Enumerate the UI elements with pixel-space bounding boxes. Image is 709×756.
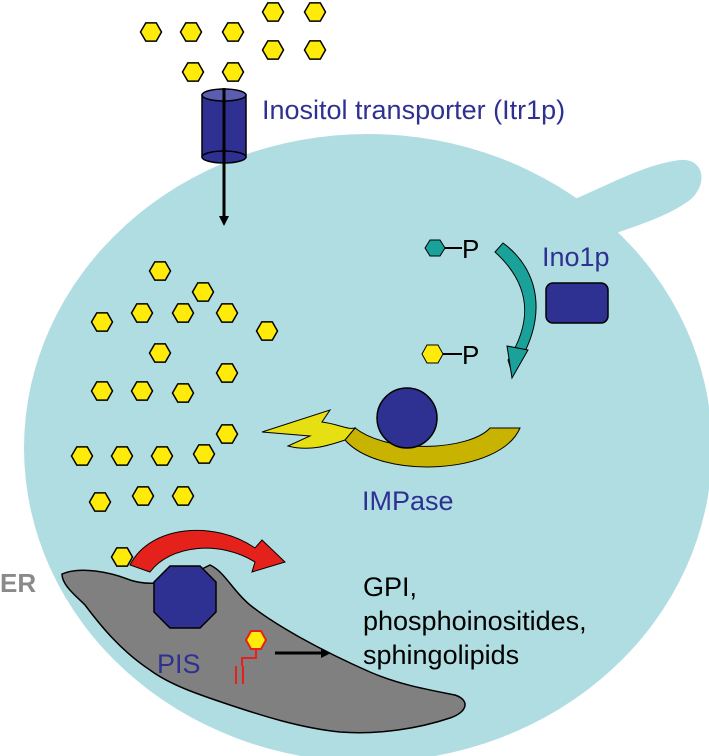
ino1p-enzyme-icon: [545, 282, 609, 324]
inositol-hexagon-icon: [139, 22, 163, 42]
transporter-label: Inositol transporter (Itr1p): [262, 95, 565, 125]
inositol-hexagon-icon: [261, 40, 285, 60]
red-curved-arrow: [129, 529, 286, 573]
product-gpi: GPI,: [363, 572, 417, 602]
inositol-hexagon-icon: [130, 381, 154, 401]
phosphatidylinositol-lipid: [235, 630, 268, 684]
extracellular-inositol-group: [139, 2, 327, 82]
ino1p-teal-arrow: [494, 242, 537, 380]
inositol-hexagon-icon: [131, 486, 155, 506]
intracellular-inositol-group: [70, 261, 279, 567]
impase-label: IMPase: [362, 486, 454, 516]
yellow-hexagon-icon: [421, 344, 444, 364]
pis-enzyme-icon: [153, 565, 217, 629]
inositol-hexagon-icon: [90, 312, 114, 332]
inositol-hexagon-icon: [215, 303, 239, 323]
inositol-hexagon-icon: [171, 486, 195, 506]
pis-label: PIS: [157, 649, 201, 679]
inositol-hexagon-icon: [179, 22, 203, 42]
inositol-hexagon-icon: [303, 40, 327, 60]
inositol-hexagon-icon: [171, 383, 195, 403]
inositol-hexagon-icon: [148, 343, 172, 363]
teal-hexagon-icon: [424, 239, 446, 257]
inositol-hexagon-icon: [70, 446, 94, 466]
inositol-hexagon-icon: [255, 321, 279, 341]
inositol-hexagon-icon: [215, 363, 239, 383]
inositol-hexagon-icon: [150, 446, 174, 466]
inositol-hexagon-icon: [215, 424, 239, 444]
inositol-phosphate: P: [421, 340, 479, 370]
inositol-hexagon-icon: [110, 547, 134, 567]
inositol-hexagon-icon: [90, 381, 114, 401]
product-sphingolipids: sphingolipids: [363, 640, 519, 670]
lipid-headgroup-hexagon-icon: [244, 630, 268, 650]
inositol-hexagon-icon: [192, 444, 216, 464]
inositol-hexagon-icon: [110, 446, 134, 466]
inositol-hexagon-icon: [221, 22, 245, 42]
er-label: ER: [0, 568, 36, 598]
inositol-hexagon-icon: [261, 2, 285, 22]
inositol-hexagon-icon: [171, 303, 195, 323]
inositol-hexagon-icon: [221, 62, 245, 82]
inositol-hexagon-icon: [148, 261, 172, 281]
product-phosphoinositides: phosphoinositides,: [363, 606, 587, 636]
phosphate-label-2: P: [462, 340, 479, 370]
ino1p-label: Ino1p: [542, 242, 610, 272]
inositol-hexagon-icon: [130, 303, 154, 323]
glucose-6-phosphate: P: [424, 234, 479, 264]
products-list: GPI, phosphoinositides, sphingolipids: [363, 572, 587, 670]
phosphate-label-1: P: [462, 234, 479, 264]
inositol-hexagon-icon: [181, 62, 205, 82]
inositol-hexagon-icon: [303, 2, 327, 22]
impase-yellow-arrow: [261, 409, 521, 468]
inositol-hexagon-icon: [191, 282, 215, 302]
impase-enzyme-icon: [376, 387, 438, 449]
inositol-hexagon-icon: [88, 492, 112, 512]
